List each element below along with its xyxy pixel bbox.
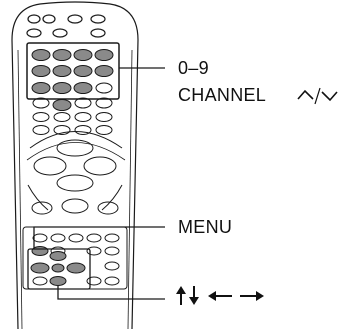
- left-arrow-icon: [208, 291, 232, 301]
- menu-leader-line: [33, 226, 165, 249]
- digit-keypad-frame: [26, 42, 120, 100]
- menu-label: MENU: [178, 217, 233, 237]
- right-arrow-icon: [240, 291, 264, 301]
- arrow-buttons[interactable]: [30, 251, 86, 286]
- remote-inner-edge: [17, 49, 23, 329]
- channel-up-icon: [297, 89, 314, 100]
- nav-left-button[interactable]: [33, 156, 67, 176]
- up-arrow-icon: [176, 286, 186, 305]
- direction-arrows-icon: [176, 286, 264, 305]
- channel-up-down-icon: [297, 87, 338, 105]
- menu-section-frame: [22, 226, 128, 290]
- nav-up-button[interactable]: [56, 139, 94, 157]
- digits-label: 0–9: [178, 58, 209, 78]
- digit-zero-button[interactable]: [52, 99, 72, 111]
- nav-down-button[interactable]: [56, 174, 94, 192]
- channel-label: CHANNEL: [178, 85, 267, 105]
- channel-down-icon: [321, 91, 338, 102]
- digit-buttons[interactable]: [31, 49, 114, 94]
- remote-outline: [11, 1, 139, 329]
- nav-right-button[interactable]: [83, 156, 117, 176]
- arrows-leader-line: [57, 286, 165, 300]
- arrow-cluster-frame: [27, 248, 91, 290]
- down-arrow-icon: [189, 286, 199, 305]
